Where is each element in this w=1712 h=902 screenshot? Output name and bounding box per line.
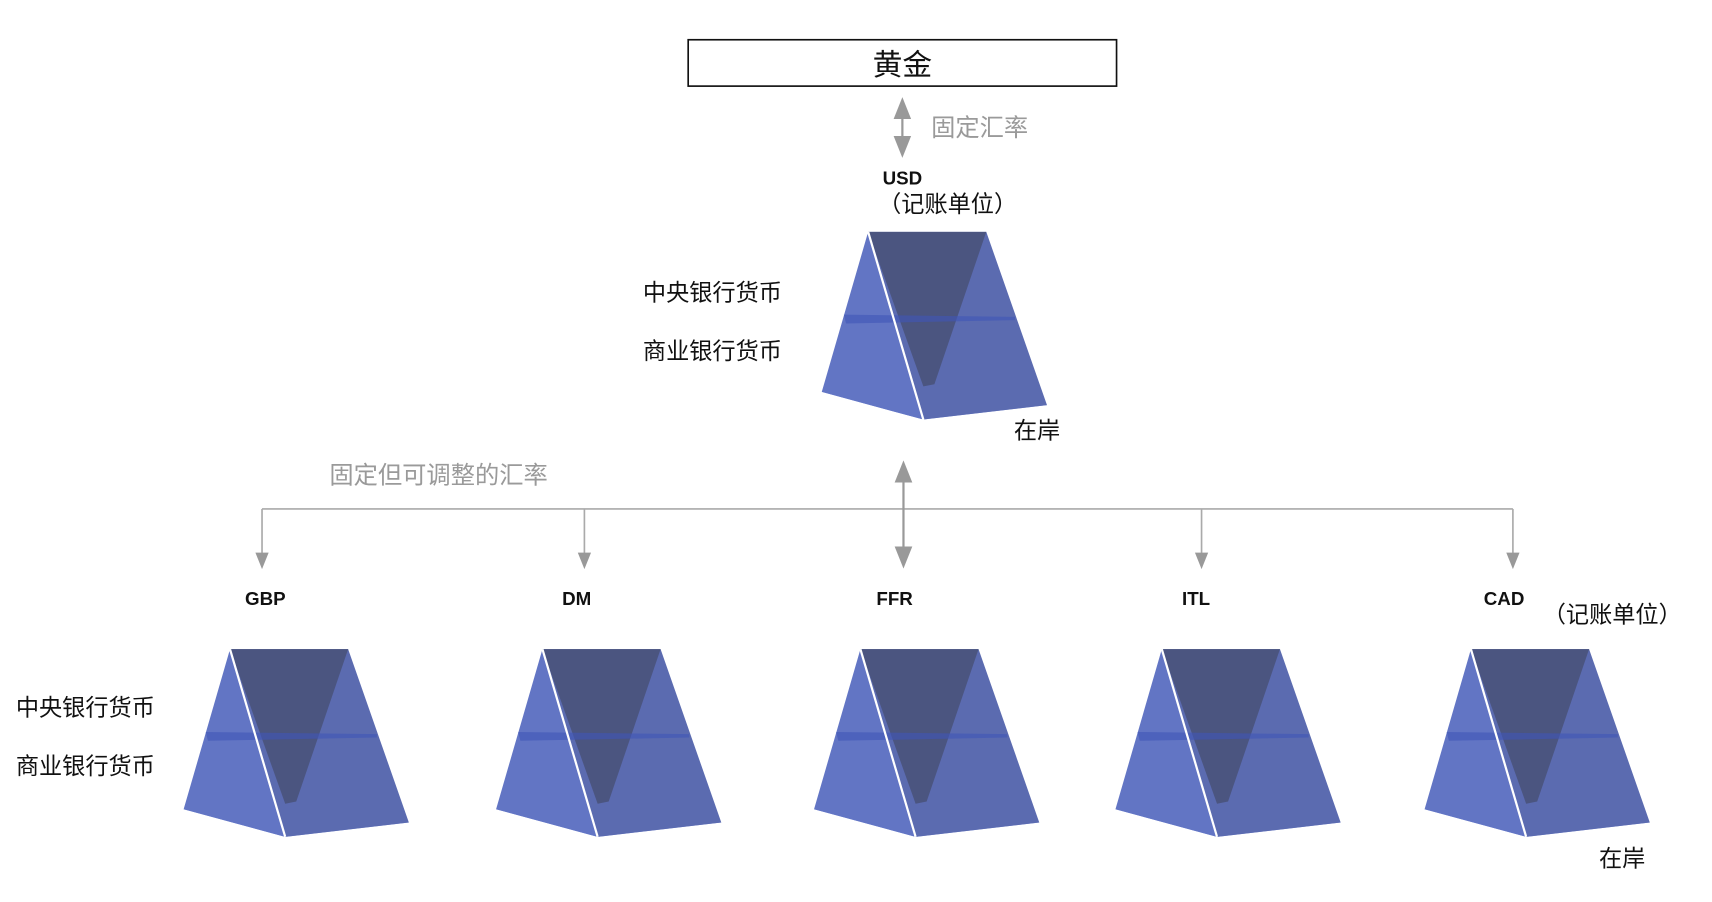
itl-label: ITL	[1182, 588, 1210, 609]
bottom-central-bank-money: 中央银行货币	[16, 694, 155, 721]
gbp-label: GBP	[245, 588, 286, 609]
dm-label: DM	[562, 588, 591, 609]
gold-box	[687, 38, 1118, 87]
ffr-label: FFR	[876, 588, 913, 609]
dm-prism	[494, 648, 723, 838]
cad-label: CAD	[1484, 588, 1525, 609]
usd-commercial-bank-money: 商业银行货币	[643, 338, 782, 365]
bottom-commercial-bank-money: 商业银行货币	[16, 753, 155, 780]
ffr-prism	[812, 648, 1041, 838]
usd-label: USD	[883, 167, 923, 188]
cad-onshore: 在岸	[1599, 846, 1645, 873]
cad-unit-of-account: （记账单位）	[1543, 602, 1682, 629]
adjustable-rate-label: 固定但可调整的汇率	[329, 461, 547, 490]
usd-central-bank-money: 中央银行货币	[643, 279, 782, 306]
usd-onshore: 在岸	[1014, 417, 1060, 444]
gbp-prism	[182, 648, 410, 838]
usd-prism	[820, 230, 1049, 421]
itl-prism	[1114, 648, 1342, 838]
usd-unit-of-account: （记账单位）	[878, 191, 1017, 218]
gold-title: 黄金	[873, 48, 933, 83]
cad-prism	[1423, 648, 1651, 838]
down-arrows	[255, 508, 1520, 570]
fixed-rate-label: 固定汇率	[931, 113, 1028, 142]
